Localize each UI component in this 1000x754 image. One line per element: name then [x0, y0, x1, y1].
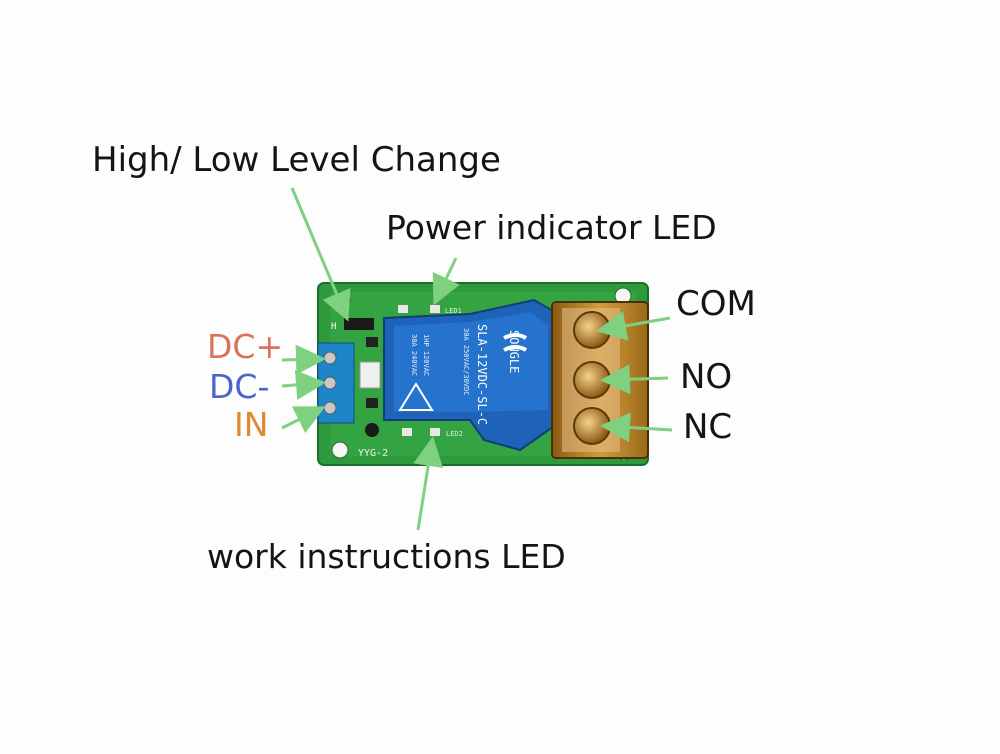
relay-model: SLA-12VDC-SL-C [475, 324, 489, 425]
smd-component [366, 398, 378, 408]
arrow-high-low [290, 187, 351, 322]
work-led-label: work instructions LED [207, 537, 566, 576]
mounting-hole [331, 441, 349, 459]
arrow-in [281, 406, 326, 434]
power-led-label: Power indicator LED [386, 208, 717, 247]
high-low-level-label: High/ Low Level Change [92, 140, 501, 180]
dc-minus-label: DC- [209, 367, 270, 406]
no-screw [573, 361, 611, 399]
nc-screw [573, 407, 611, 445]
work-led-pad [402, 428, 412, 436]
smd-component [366, 337, 378, 347]
songle-logo [503, 333, 528, 352]
arrow-no [600, 364, 669, 395]
relay-rating-3: 1HP 120VAC [422, 334, 430, 376]
terminal-screw [323, 401, 337, 415]
arrow-nc [600, 412, 673, 443]
arrow-dc-plus [281, 344, 326, 375]
arrow-work-led [413, 436, 444, 531]
relay-brand: SONGLE [507, 330, 521, 373]
relay-rating-2: 30A 240VAC [410, 334, 418, 376]
jumper-header [344, 318, 374, 330]
relay-rating-1: 30A 250VAC/30VDC [462, 328, 470, 395]
work-led [430, 428, 440, 436]
transistor [365, 423, 379, 437]
arrow-power-led [432, 257, 460, 306]
led2-marking: LED2 [446, 430, 463, 438]
power-led [430, 305, 440, 313]
power-led-pad [398, 305, 408, 313]
led1-marking: LED1 [445, 307, 462, 315]
nc-label: NC [683, 407, 733, 447]
board-id: YYG-2 [358, 448, 388, 459]
in-label: IN [234, 405, 269, 444]
optocoupler [359, 361, 381, 389]
com-label: COM [676, 284, 756, 324]
jumper-mark: H [331, 322, 336, 332]
arrow-dc-minus [281, 369, 326, 400]
terminal-screw [323, 376, 337, 390]
dc-plus-label: DC+ [207, 327, 284, 366]
arrow-com [596, 311, 671, 341]
relay-warning-triangle [398, 382, 434, 411]
no-label: NO [680, 357, 733, 397]
terminal-screw [323, 351, 337, 365]
